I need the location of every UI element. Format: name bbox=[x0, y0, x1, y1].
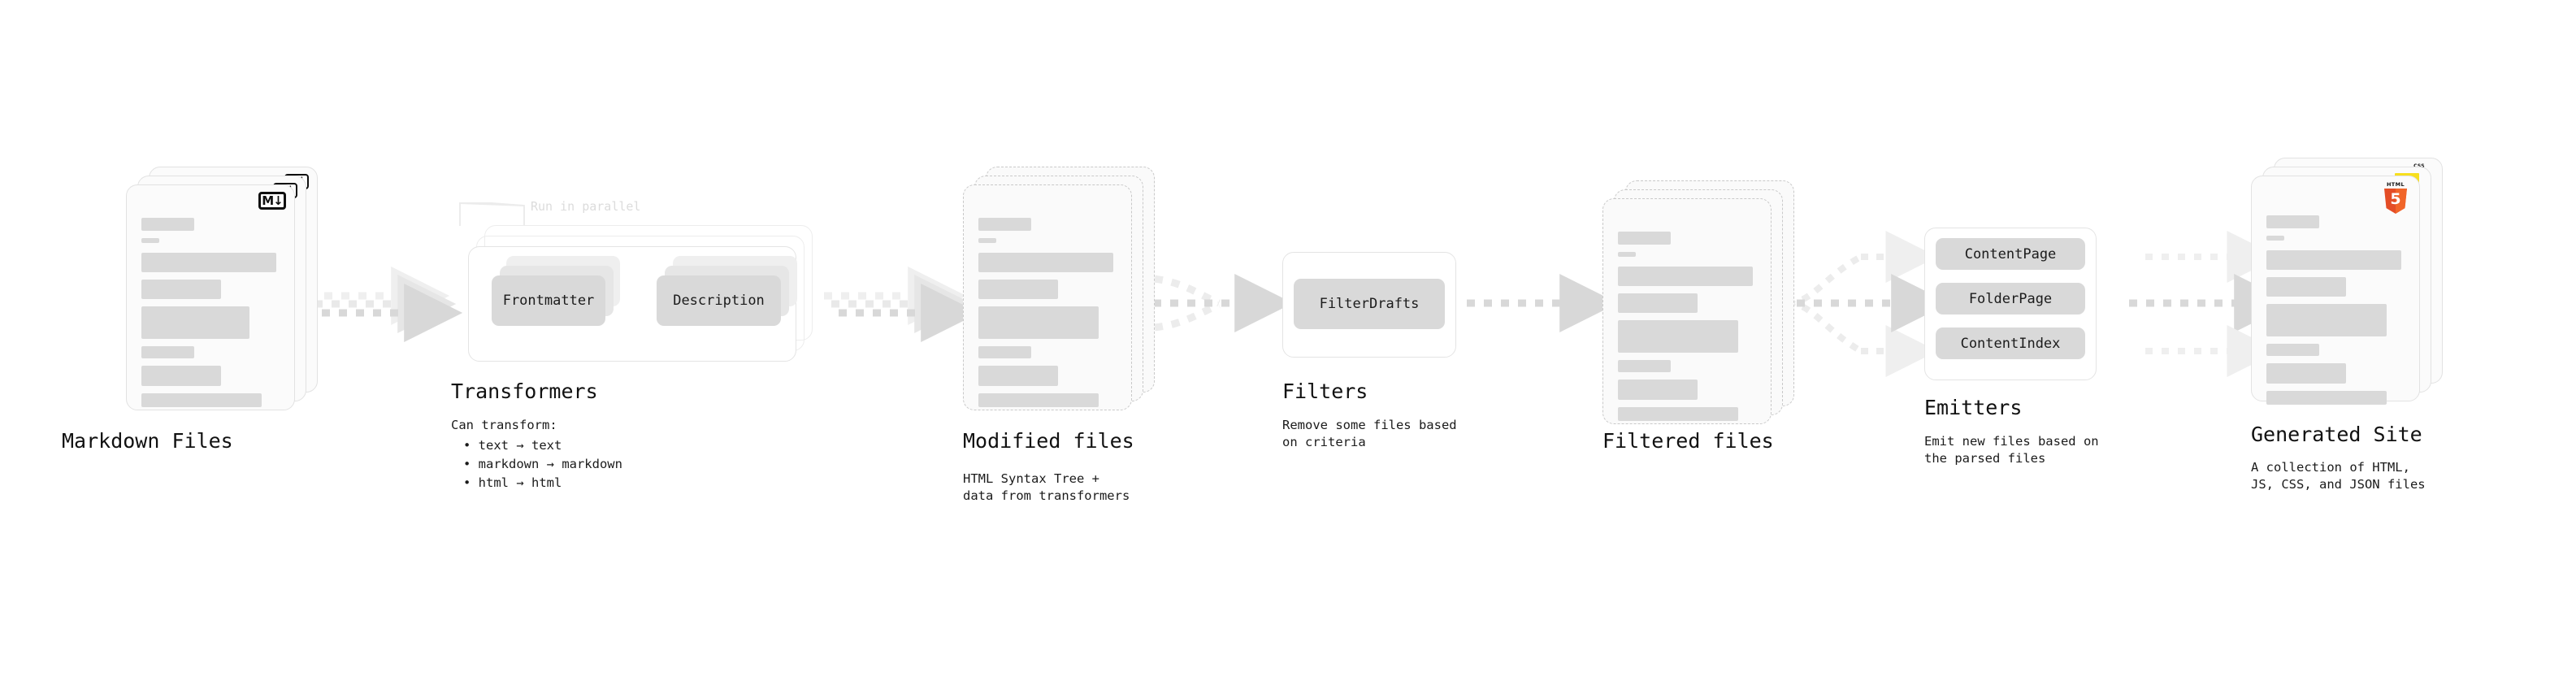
filter-pill-filterdrafts[interactable]: FilterDrafts bbox=[1294, 279, 1445, 329]
connector-markdown-to-transformers bbox=[307, 267, 463, 342]
transformer-bullet: • text → text bbox=[463, 438, 562, 453]
filters-subtitle: Remove some files based on criteria bbox=[1282, 418, 1457, 449]
emitter-pill-contentindex[interactable]: ContentIndex bbox=[1936, 327, 2085, 359]
emitter-pill-contentpage[interactable]: ContentPage bbox=[1936, 238, 2085, 270]
filtered-file-card-front[interactable] bbox=[1602, 198, 1772, 424]
generated-site-subtitle: A collection of HTML, JS, CSS, and JSON … bbox=[2251, 460, 2426, 492]
transformers-bullets: • text → text • markdown → markdown • ht… bbox=[463, 436, 622, 492]
generated-site-stack: CSS HTML 5 bbox=[2251, 158, 2446, 410]
emitter-pill-label: ContentPage bbox=[1964, 245, 2057, 262]
skeleton-lines bbox=[2266, 215, 2406, 412]
transformer-pill-label: Frontmatter bbox=[502, 293, 595, 309]
transformers-title: Transformers bbox=[451, 380, 598, 403]
transformer-pill-description[interactable]: Description bbox=[657, 275, 781, 326]
connector-filtered-to-emitters bbox=[1780, 231, 1950, 377]
connector-transformers-to-modified bbox=[824, 267, 980, 342]
skeleton-lines bbox=[1618, 232, 1758, 428]
html5-icon: HTML 5 bbox=[2382, 181, 2409, 214]
filters-title: Filters bbox=[1282, 380, 1368, 403]
generated-site-title: Generated Site bbox=[2251, 423, 2422, 446]
generated-file-card-html[interactable]: HTML 5 bbox=[2251, 176, 2420, 405]
markdown-file-card-front[interactable]: M↓ bbox=[126, 184, 295, 410]
modified-files-title: Modified files bbox=[963, 429, 1134, 453]
emitter-pill-folderpage[interactable]: FolderPage bbox=[1936, 283, 2085, 314]
modified-files-stack bbox=[963, 167, 1158, 419]
emitter-pill-label: FolderPage bbox=[1968, 290, 2053, 307]
transformer-pill-label: Description bbox=[673, 293, 765, 309]
markdown-files-title: Markdown Files bbox=[62, 429, 233, 453]
transformer-bullet: • markdown → markdown bbox=[463, 457, 622, 471]
filtered-files-title: Filtered files bbox=[1602, 429, 1774, 453]
filter-pill-label: FilterDrafts bbox=[1319, 296, 1420, 312]
transformer-bullet: • html → html bbox=[463, 475, 562, 490]
emitters-subtitle: Emit new files based on the parsed files bbox=[1924, 434, 2099, 466]
modified-files-subtitle: HTML Syntax Tree + data from transformer… bbox=[963, 471, 1130, 503]
run-in-parallel-bracket bbox=[459, 202, 525, 226]
run-in-parallel-annotation: Run in parallel bbox=[531, 199, 641, 214]
modified-file-card-front[interactable] bbox=[963, 184, 1132, 410]
skeleton-lines bbox=[978, 218, 1118, 414]
connector-emitters-to-site bbox=[2129, 231, 2293, 377]
filtered-files-stack bbox=[1602, 180, 1798, 432]
skeleton-lines bbox=[141, 218, 281, 414]
markdown-icon: M↓ bbox=[258, 192, 286, 210]
emitters-title: Emitters bbox=[1924, 396, 2023, 419]
transformer-pill-frontmatter[interactable]: Frontmatter bbox=[492, 275, 605, 326]
transformers-subtitle: Can transform: bbox=[451, 418, 557, 432]
emitter-pill-label: ContentIndex bbox=[1960, 335, 2061, 352]
markdown-files-stack: M↓ M↓ M↓ bbox=[126, 167, 321, 419]
